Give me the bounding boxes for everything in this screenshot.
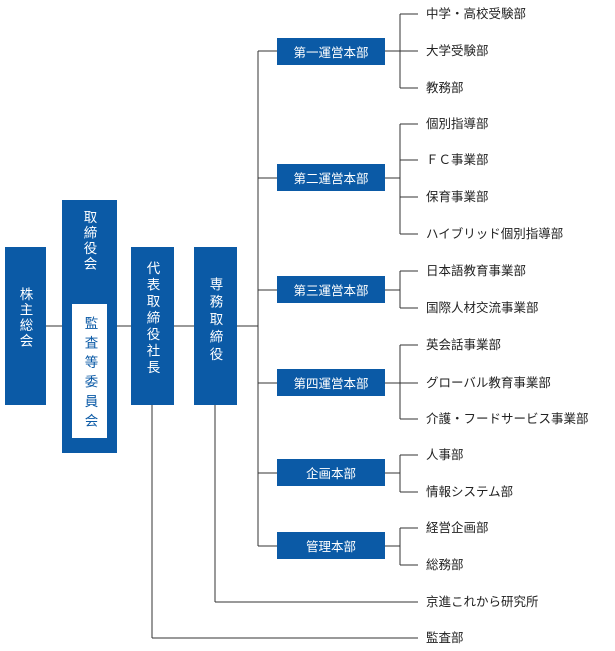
managing-director-label: 専務取締役 — [206, 277, 223, 365]
division-box: 管理本部 — [277, 532, 385, 559]
division-box: 第四運営本部 — [277, 369, 385, 396]
department-label: 個別指導部 — [426, 116, 489, 131]
president-box: 代表取締役社長 — [131, 247, 174, 405]
board-of-directors-label: 取締役会 — [80, 210, 97, 272]
president-label: 代表取締役社長 — [143, 261, 160, 377]
department-label: グローバル教育事業部 — [426, 375, 551, 390]
department-label: 中学・高校受験部 — [426, 6, 527, 21]
shareholders-meeting-box: 株主総会 — [5, 247, 46, 405]
department-label: 介護・フードサービス事業部 — [426, 411, 589, 426]
department-label: 英会話事業部 — [426, 337, 502, 352]
audit-department-label: 監査部 — [426, 630, 464, 645]
audit-committee-label: 監査等委員会 — [81, 316, 98, 433]
board-of-directors-box: 取締役会 監査等委員会 — [62, 200, 117, 453]
department-label: 教務部 — [426, 80, 464, 95]
shareholders-meeting-label: 株主総会 — [16, 287, 33, 349]
department-label: 情報システム部 — [426, 484, 514, 499]
department-label: 日本語教育事業部 — [426, 263, 527, 278]
department-label: 経営企画部 — [426, 520, 489, 535]
department-label: 国際人材交流事業部 — [426, 300, 539, 315]
research-institute-label: 京進これから研究所 — [426, 594, 539, 609]
audit-committee-box: 監査等委員会 — [72, 304, 107, 438]
department-label: ＦＣ事業部 — [426, 152, 489, 167]
division-box: 企画本部 — [277, 459, 385, 486]
division-box: 第一運営本部 — [277, 38, 385, 65]
department-label: ハイブリッド個別指導部 — [426, 226, 564, 241]
department-label: 人事部 — [426, 447, 464, 462]
division-box: 第二運営本部 — [277, 164, 385, 191]
department-label: 大学受験部 — [426, 43, 489, 58]
division-box: 第三運営本部 — [277, 276, 385, 303]
department-label: 総務部 — [426, 557, 464, 572]
department-label: 保育事業部 — [426, 189, 489, 204]
managing-director-box: 専務取締役 — [194, 247, 237, 405]
